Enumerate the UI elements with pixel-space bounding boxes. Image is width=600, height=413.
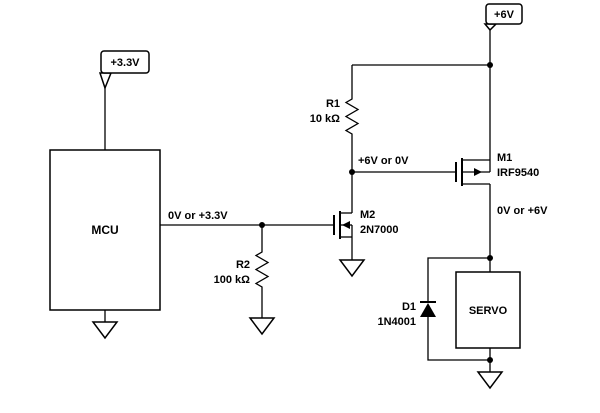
junction-dot bbox=[259, 222, 265, 228]
net-label-m1-drain: 0V or +6V bbox=[497, 205, 548, 217]
wire-diode-top-branch bbox=[427, 257, 490, 302]
m1-pmos-arrow-icon bbox=[474, 168, 482, 176]
servo-label: SERVO bbox=[469, 305, 508, 317]
junction-dots bbox=[259, 62, 493, 363]
flag-tail bbox=[98, 72, 113, 91]
d1-ref-label: D1 bbox=[402, 301, 416, 313]
mcu-component: MCU bbox=[49, 149, 161, 311]
m2-part-label: 2N7000 bbox=[360, 224, 399, 236]
net-label-mcu-output: 0V or +3.3V bbox=[168, 210, 228, 222]
net-label-m2-drain: +6V or 0V bbox=[358, 155, 409, 167]
net-labels: 0V or +3.3V +6V or 0V 0V or +6V bbox=[168, 155, 548, 222]
junction-dot bbox=[487, 357, 493, 363]
r1-ref-label: R1 bbox=[326, 98, 340, 110]
diode-d1: D1 1N4001 bbox=[377, 301, 436, 328]
servo-component: SERVO bbox=[455, 271, 521, 349]
r1-value-label: 10 kΩ bbox=[310, 113, 340, 125]
flag-body bbox=[485, 3, 523, 25]
net-flag-6v-label: +6V bbox=[494, 9, 515, 21]
resistor-zigzag bbox=[254, 248, 270, 292]
junction-dot bbox=[487, 255, 493, 261]
flag-tail bbox=[483, 23, 498, 32]
resistor-zigzag bbox=[344, 95, 360, 140]
junction-dot bbox=[349, 169, 355, 175]
d1-part-label: 1N4001 bbox=[377, 316, 416, 328]
power-flag-3v3: +3.3V bbox=[98, 50, 150, 91]
m1-part-label: IRF9540 bbox=[497, 167, 539, 179]
d1-triangle-icon bbox=[420, 303, 436, 317]
m2-nmos-arrow-icon bbox=[342, 221, 350, 229]
m1-ref-label: M1 bbox=[497, 152, 512, 164]
flag-body bbox=[100, 50, 150, 74]
net-flag-3v3-label: +3.3V bbox=[110, 57, 140, 69]
resistor-r2: R2 100 kΩ bbox=[214, 248, 270, 292]
mcu-box bbox=[49, 149, 161, 311]
ground-icon bbox=[91, 321, 119, 340]
r2-value-label: 100 kΩ bbox=[214, 274, 251, 286]
junction-dot bbox=[487, 62, 493, 68]
r2-ref-label: R2 bbox=[236, 259, 250, 271]
ground-symbols bbox=[91, 259, 504, 390]
ground-icon bbox=[338, 259, 366, 278]
mosfet-m2: M2 2N7000 bbox=[333, 209, 399, 239]
ground-icon bbox=[476, 371, 504, 390]
resistor-r1: R1 10 kΩ bbox=[310, 95, 360, 140]
power-flag-6v: +6V bbox=[483, 3, 523, 32]
ground-icon bbox=[248, 317, 276, 336]
mosfet-m1: M1 IRF9540 bbox=[455, 152, 539, 186]
servo-box bbox=[455, 271, 521, 349]
wire-diode-bottom-branch bbox=[427, 317, 490, 361]
wires bbox=[104, 30, 491, 372]
mcu-label: MCU bbox=[91, 223, 118, 237]
m2-ref-label: M2 bbox=[360, 209, 375, 221]
